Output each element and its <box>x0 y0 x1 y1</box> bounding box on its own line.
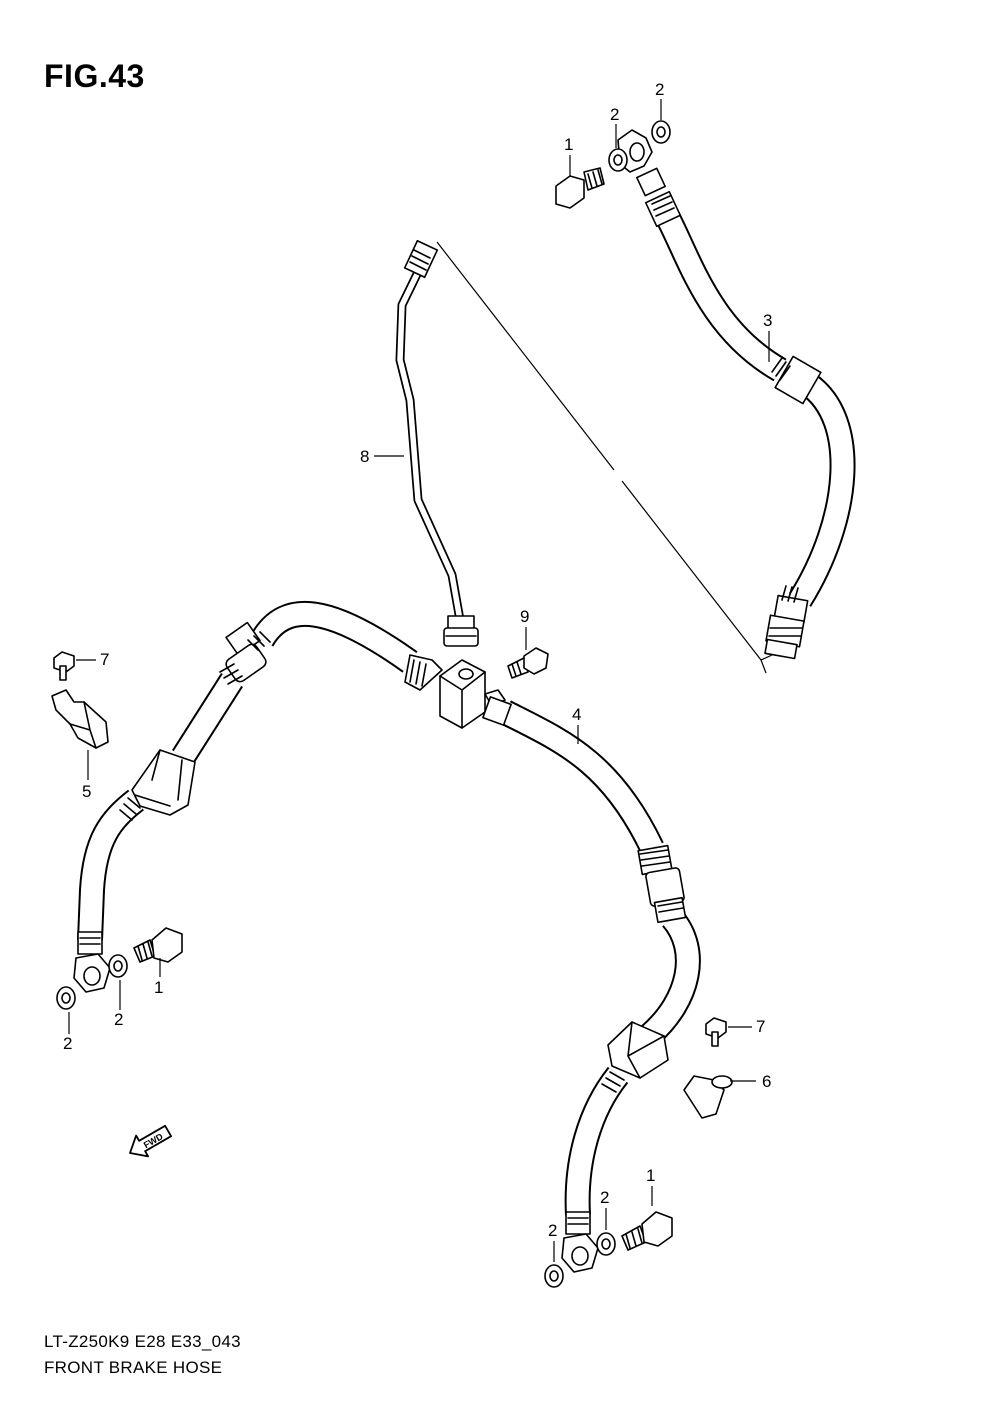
banjo-bolt-left <box>133 927 183 963</box>
svg-text:3: 3 <box>763 311 772 330</box>
upper-brake-hose <box>617 129 856 660</box>
callout-joint-bolt: 9 <box>520 607 529 650</box>
figure-name: FRONT BRAKE HOSE <box>44 1358 223 1377</box>
callout-bolt-clamp-left: 7 <box>76 650 109 669</box>
svg-text:7: 7 <box>756 1017 765 1036</box>
callout-clamp-right: 6 <box>730 1072 771 1091</box>
clamp-bolt-left <box>53 651 75 681</box>
callout-bolt-left: 1 <box>154 958 163 997</box>
callout-washer-right-b: 2 <box>548 1221 557 1262</box>
banjo-bolt-top <box>555 167 605 209</box>
callout-bolt-right: 1 <box>646 1166 655 1206</box>
svg-text:8: 8 <box>360 447 369 466</box>
hose-clamp-right <box>683 1075 733 1119</box>
svg-text:1: 1 <box>564 135 573 154</box>
svg-text:6: 6 <box>762 1072 771 1091</box>
washer-top-a <box>608 148 628 172</box>
washer-left-a <box>108 954 128 978</box>
banjo-bolt-right <box>621 1211 673 1251</box>
brake-pipe <box>395 239 479 647</box>
callout-brake-pipe: 8 <box>360 447 404 466</box>
callout-washer-right-a: 2 <box>600 1188 609 1230</box>
svg-text:2: 2 <box>610 105 619 124</box>
svg-text:2: 2 <box>655 80 664 99</box>
right-brake-hose <box>482 696 701 1273</box>
reference-line <box>436 241 773 674</box>
figure-title: FIG.43 <box>44 58 145 94</box>
svg-text:1: 1 <box>646 1166 655 1185</box>
callout-washer-left-a: 2 <box>114 980 123 1029</box>
washer-right-b <box>544 1264 564 1288</box>
svg-text:4: 4 <box>572 705 581 724</box>
svg-text:5: 5 <box>82 782 91 801</box>
joint-bolt <box>507 647 549 679</box>
svg-text:1: 1 <box>154 978 163 997</box>
svg-text:2: 2 <box>600 1188 609 1207</box>
washer-right-a <box>596 1232 616 1256</box>
three-way-joint <box>404 654 506 729</box>
model-code: LT-Z250K9 E28 E33_043 <box>44 1332 241 1351</box>
svg-text:2: 2 <box>63 1034 72 1053</box>
callout-hose-right: 4 <box>572 705 581 744</box>
svg-text:2: 2 <box>548 1221 557 1240</box>
callout-hose-upper: 3 <box>763 311 772 362</box>
svg-text:9: 9 <box>520 607 529 626</box>
forward-direction-arrow-icon: FWD <box>129 1124 173 1158</box>
svg-text:7: 7 <box>100 650 109 669</box>
clamp-bolt-right <box>705 1017 727 1047</box>
callout-bolt-clamp-right: 7 <box>728 1017 765 1036</box>
callout-washer-top-a: 2 <box>610 105 619 148</box>
washer-top-b <box>651 120 671 144</box>
washer-left-b <box>56 986 76 1010</box>
callout-washer-left-b: 2 <box>63 1012 72 1053</box>
callout-bolt-top: 1 <box>564 135 573 176</box>
hose-clamp-left <box>51 689 109 749</box>
callout-washer-top-b: 2 <box>655 80 664 120</box>
svg-text:2: 2 <box>114 1010 123 1029</box>
left-brake-hose <box>73 600 418 993</box>
callout-clamp-left: 5 <box>82 750 91 801</box>
